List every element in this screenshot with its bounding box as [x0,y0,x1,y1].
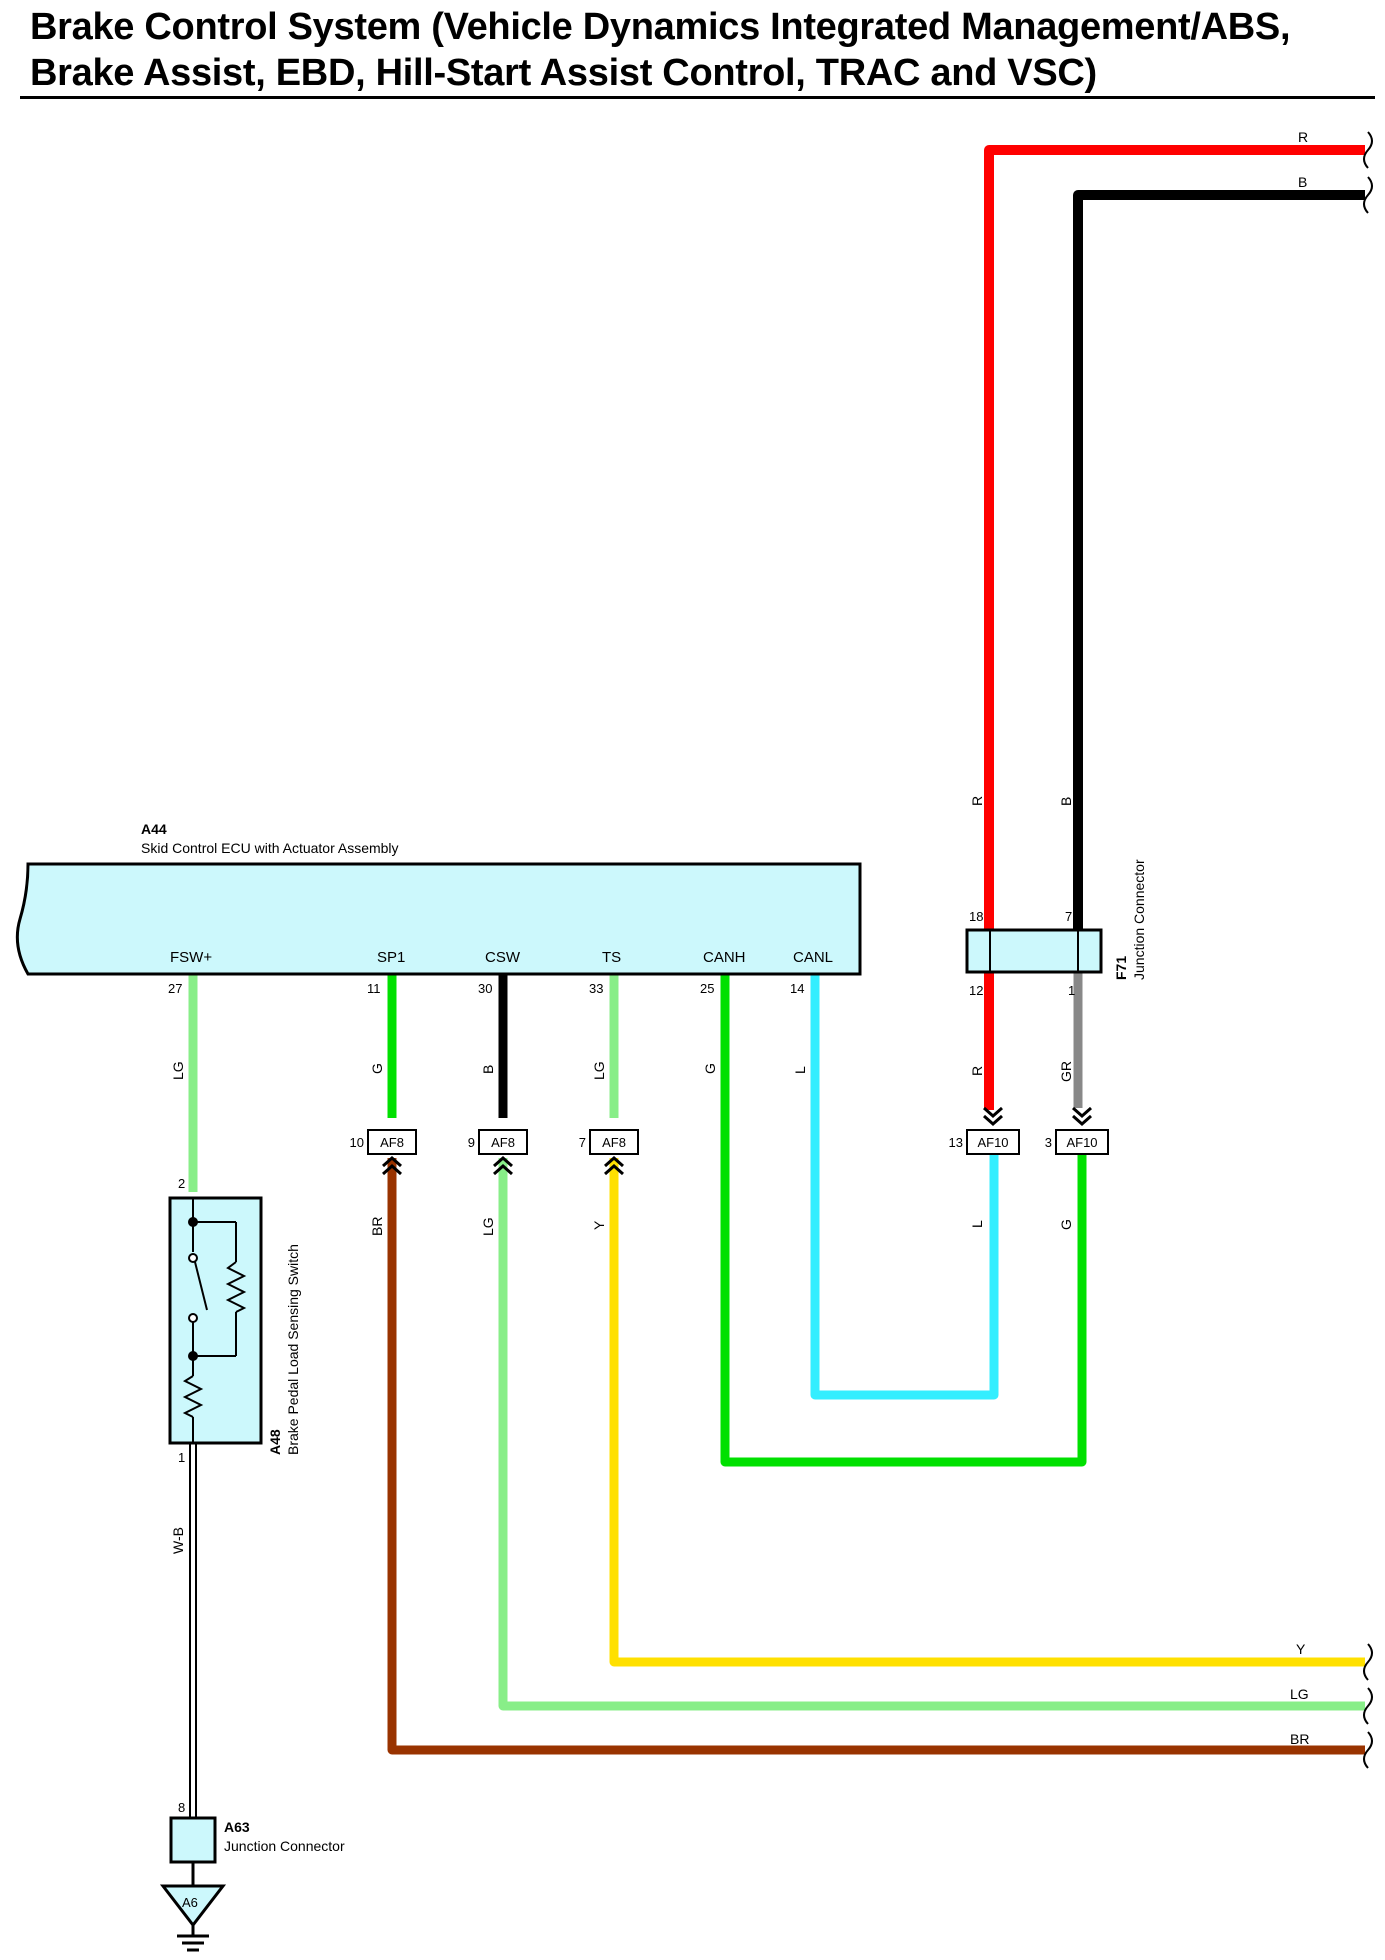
label-b-top: B [1298,174,1307,190]
inline-connector-pin: 10 [350,1135,364,1150]
inline-connector-label: AF8 [380,1135,404,1150]
wire-br-bottom [387,1158,1365,1755]
wire-w-b [189,1440,197,1818]
pin-number-14: 14 [790,981,804,996]
label-g-af10: G [1058,1219,1074,1230]
wire-b-top [1073,190,1365,930]
connector-chevron-icon [1072,1106,1092,1127]
inline-connector-label: AF10 [1066,1135,1097,1150]
inline-connector-pin: 9 [468,1135,475,1150]
title-line-2: Brake Assist, EBD, Hill-Start Assist Con… [30,52,1097,94]
label-l-af10: L [969,1220,985,1228]
connector-chevron-icon [382,1155,402,1176]
ground-label: A6 [182,1895,198,1910]
inline-connector-label: AF10 [977,1135,1008,1150]
f71-code: F71 [1113,956,1129,980]
inline-connector-af10-pin-13: AF10 13 [949,1106,1020,1155]
f71-name: Junction Connector [1131,859,1147,980]
wire-y-bottom [609,1158,1365,1667]
wire-break-marks [1363,131,1373,1769]
a48-name: Brake Pedal Load Sensing Switch [285,1244,301,1455]
pin-number-33: 33 [589,981,603,996]
f71-pin-12: 12 [969,983,983,998]
inline-connector-box [589,1129,639,1155]
inline-connector-af8-pin-9: AF8 9 [468,1129,528,1176]
a63-pin-8: 8 [178,1800,185,1815]
a48-pin-2: 2 [178,1176,185,1191]
title-rule [20,96,1375,99]
ecu-box [15,862,862,976]
wire-lg-bottom [498,1158,1365,1711]
title-line-1: Brake Control System (Vehicle Dynamics I… [30,6,1291,48]
a48-code: A48 [267,1429,283,1455]
ecu-pin-names: FSW+ SP1 CSW TS CANH CANL [170,949,833,966]
pin-name-csw: CSW [485,949,521,966]
ecu-name: Skid Control ECU with Actuator Assembly [141,840,399,856]
inline-connector-af8-pin-10: AF8 10 [350,1129,417,1176]
inline-connector-label: AF8 [491,1135,515,1150]
a63-connector-box [169,1816,217,1864]
label-lg-fsw: LG [170,1061,186,1080]
ground-icon [177,1925,209,1952]
pin-number-11: 11 [367,981,381,996]
connector-chevron-icon [493,1155,513,1176]
label-l-canl: L [792,1066,808,1074]
pin-name-sp1: SP1 [377,949,405,966]
label-r-f71-bottom: R [969,1066,985,1076]
ecu-code: A44 [141,821,167,837]
inline-connector-pin: 7 [579,1135,586,1150]
pin-name-ts: TS [602,949,621,966]
label-y-right: Y [1296,1641,1306,1657]
inline-connector-af8-pin-7: AF8 7 [579,1129,639,1176]
label-g-sp1: G [369,1063,385,1074]
f71-pin-18: 18 [969,909,983,924]
connector-chevron-icon [604,1155,624,1176]
f71-connector-box [965,928,1103,974]
label-r-vertical: R [969,796,985,806]
label-r-top: R [1298,129,1308,145]
connector-chevron-icon [983,1106,1003,1127]
pin-name-canl: CANL [793,949,833,966]
label-b-csw: B [480,1065,496,1074]
inline-connector-box [478,1129,528,1155]
label-lg-af8: LG [480,1217,496,1236]
wire-g-canh [720,975,1087,1467]
label-br-af8: BR [369,1217,385,1236]
a48-switch-box [168,1196,263,1445]
ground-triangle [159,1884,227,1928]
wire-r-top [984,145,1365,1110]
inline-connector-box [966,1129,1020,1155]
pin-name-canh: CANH [703,949,746,966]
label-gr-f71-bottom: GR [1058,1061,1074,1082]
label-br-right: BR [1290,1731,1309,1747]
pin-number-27: 27 [168,981,182,996]
label-y-af8: Y [591,1220,607,1230]
f71-pin-1: 1 [1068,983,1075,998]
f71-pin-7: 7 [1065,909,1072,924]
ecu-pin-numbers: 27 11 30 33 25 14 [168,981,804,996]
inline-connector-pin: 3 [1045,1135,1052,1150]
inline-connector-label: AF8 [602,1135,626,1150]
inline-connector-box [367,1129,417,1155]
inline-connector-af10-pin-3: AF10 3 [1045,1106,1109,1155]
label-lg-right: LG [1290,1686,1309,1702]
pin-name-fsw: FSW+ [170,949,212,966]
pin-number-30: 30 [478,981,492,996]
inline-connector-pin: 13 [949,1135,963,1150]
wire-l-canl [810,975,999,1400]
label-g-canh: G [702,1063,718,1074]
a48-pin-1: 1 [178,1450,185,1465]
inline-connector-box [1055,1129,1109,1155]
inline-connectors: AF8 10 AF8 9 AF8 7 AF10 13 AF10 3 [350,1106,1109,1176]
a48-switch-symbol [182,1198,247,1443]
label-lg-ts: LG [591,1061,607,1080]
a63-name: Junction Connector [224,1838,345,1854]
label-w-b: W-B [170,1527,186,1554]
a63-code: A63 [224,1819,250,1835]
label-b-vertical: B [1058,797,1074,806]
diagram-title: Brake Control System (Vehicle Dynamics I… [30,4,1370,96]
pin-number-25: 25 [700,981,714,996]
